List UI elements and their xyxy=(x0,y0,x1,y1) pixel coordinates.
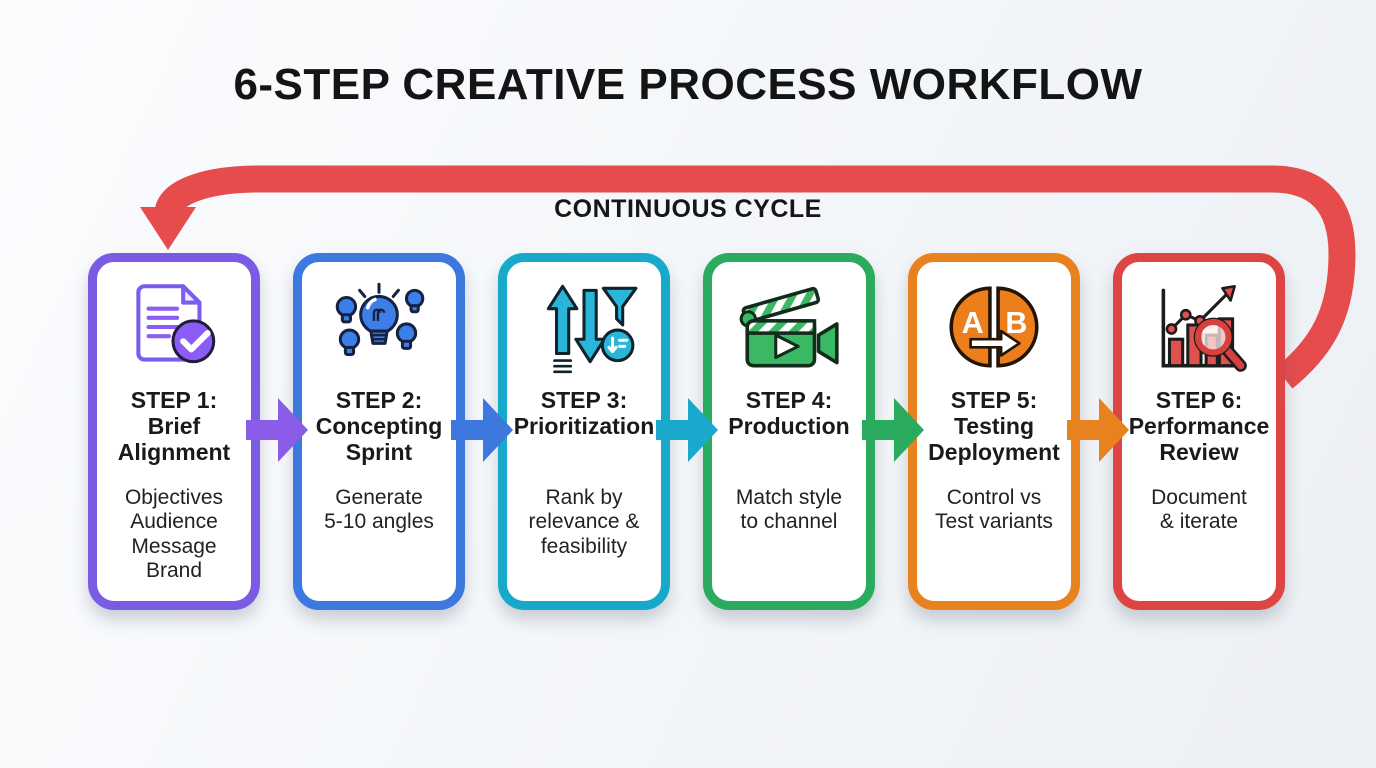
step-card-1: STEP 1: Brief Alignment Objectives Audie… xyxy=(88,253,260,610)
chart-magnifier-icon xyxy=(1122,276,1276,378)
step-description: Control vs Test variants xyxy=(935,486,1053,534)
page-title: 6-STEP CREATIVE PROCESS WORKFLOW xyxy=(233,60,1143,109)
step-title: STEP 5: Testing Deployment xyxy=(919,387,1069,465)
document-check-icon xyxy=(97,276,251,378)
step-name: Prioritization xyxy=(513,412,655,439)
step-name: Brief Alignment xyxy=(117,412,231,465)
connector-arrow-4 xyxy=(862,398,924,462)
step-card-4: STEP 4: Production Match style to channe… xyxy=(703,253,875,610)
step-label: STEP 2: xyxy=(335,387,423,413)
lightbulbs-icon xyxy=(302,276,456,378)
step-label: STEP 3: xyxy=(540,387,628,413)
step-card-3: STEP 3: Prioritization Rank by relevance… xyxy=(498,253,670,610)
step-title: STEP 1: Brief Alignment xyxy=(99,387,249,465)
connector-arrow-2 xyxy=(451,398,513,462)
cycle-arrowhead xyxy=(140,207,196,250)
ab-test-icon: A B xyxy=(917,276,1071,378)
connector-arrow-1 xyxy=(246,398,308,462)
step-title: STEP 6: Performance Review xyxy=(1124,387,1274,465)
cycle-arrow-path xyxy=(154,165,1356,389)
step-card-5: A B STEP 5: Testing Deployment Control v… xyxy=(908,253,1080,610)
step-description: Rank by relevance & feasibility xyxy=(528,486,640,558)
cycle-label: CONTINUOUS CYCLE xyxy=(554,195,822,223)
step-name: Testing Deployment xyxy=(928,412,1060,465)
step-title: STEP 2: Concepting Sprint xyxy=(304,387,454,465)
step-label: STEP 6: xyxy=(1155,387,1243,413)
step-description: Generate 5-10 angles xyxy=(324,486,434,534)
step-description: Document & iterate xyxy=(1151,486,1247,534)
connector-arrow-5 xyxy=(1067,398,1129,462)
step-title: STEP 4: Production xyxy=(714,387,864,440)
step-name: Concepting Sprint xyxy=(315,412,443,465)
step-title: STEP 3: Prioritization xyxy=(509,387,659,440)
svg-text:B: B xyxy=(1005,306,1027,340)
step-name: Performance Review xyxy=(1128,412,1270,465)
step-label: STEP 4: xyxy=(745,387,833,413)
connector-arrow-3 xyxy=(656,398,718,462)
step-label: STEP 1: xyxy=(130,387,218,413)
svg-text:A: A xyxy=(962,306,984,340)
step-label: STEP 5: xyxy=(950,387,1038,413)
sort-funnel-icon xyxy=(507,276,661,378)
workflow-cards: STEP 1: Brief Alignment Objectives Audie… xyxy=(88,253,1285,610)
step-card-2: STEP 2: Concepting Sprint Generate 5-10 … xyxy=(293,253,465,610)
step-description: Match style to channel xyxy=(735,486,843,534)
step-card-6: STEP 6: Performance Review Document & it… xyxy=(1113,253,1285,610)
step-name: Production xyxy=(728,412,850,439)
video-clapper-icon xyxy=(712,276,866,378)
step-description: Objectives Audience Message Brand xyxy=(124,486,224,583)
